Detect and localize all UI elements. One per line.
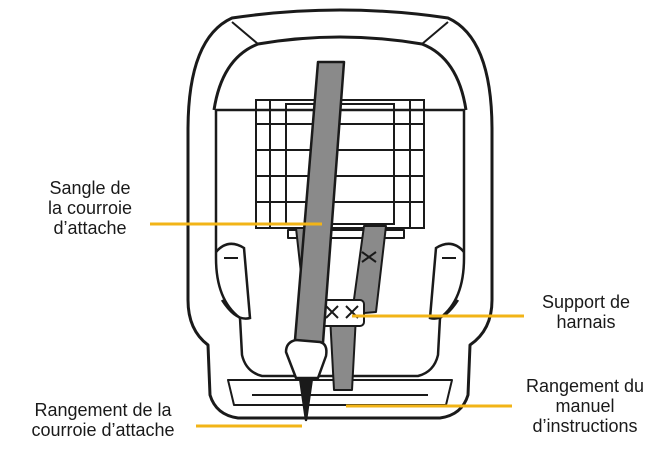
callout-harness-holder-line-1: Support de [541, 292, 631, 312]
callout-manual-storage-line-1: Rangement du [525, 376, 645, 396]
callout-harness-holder-line-2: harnais [556, 312, 616, 332]
callout-harness-holder: Support de harnais [522, 292, 650, 332]
callout-manual-storage: Rangement du manuel d’instructions [510, 376, 660, 436]
callout-manual-storage-line-2: manuel [555, 396, 615, 416]
callout-tether-storage: Rangement de la courroie d’attache [10, 400, 196, 440]
callout-tether-strap-line-3: d’attache [53, 218, 127, 238]
callout-tether-strap-line-1: Sangle de [49, 178, 131, 198]
callout-tether-strap-line-2: la courroie [47, 198, 133, 218]
callout-manual-storage-line-3: d’instructions [532, 416, 638, 436]
callout-tether-storage-line-1: Rangement de la [34, 400, 172, 420]
callout-tether-storage-line-2: courroie d’attache [31, 420, 175, 440]
side-arms [215, 242, 465, 320]
leader-lines [150, 222, 524, 428]
tether-strap-graphic [284, 60, 346, 422]
callout-tether-strap: Sangle de la courroie d’attache [28, 178, 152, 238]
